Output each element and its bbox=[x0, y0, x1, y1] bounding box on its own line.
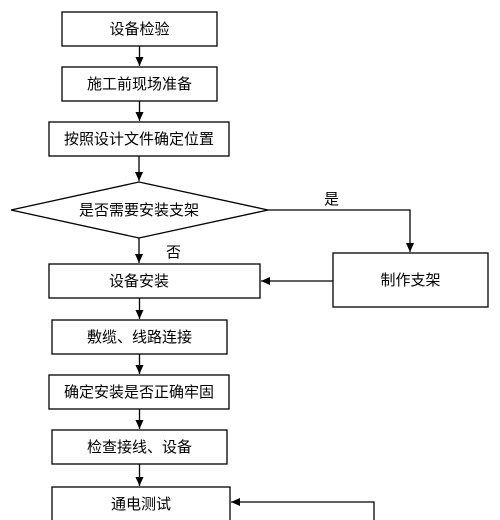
node-prep: 施工前现场准备 bbox=[61, 66, 218, 102]
node-test-label: 通电测试 bbox=[111, 495, 171, 513]
node-install: 设备安装 bbox=[48, 263, 261, 299]
node-verify: 确定安装是否正确牢固 bbox=[48, 374, 230, 410]
node-check-label: 检查接线、设备 bbox=[87, 438, 192, 456]
edge-return-test bbox=[231, 498, 375, 520]
node-position: 按照设计文件确定位置 bbox=[48, 121, 230, 157]
node-bracket-label: 制作支架 bbox=[380, 271, 440, 289]
node-prep-label: 施工前现场准备 bbox=[87, 75, 192, 93]
node-decision: 是否需要安装支架 bbox=[10, 181, 269, 239]
edge-decision-bracket bbox=[268, 209, 414, 252]
node-test: 通电测试 bbox=[51, 486, 231, 520]
node-verify-label: 确定安装是否正确牢固 bbox=[64, 383, 214, 401]
node-inspect: 设备检验 bbox=[61, 11, 218, 47]
node-bracket: 制作支架 bbox=[332, 252, 489, 308]
edge-label-yes: 是 bbox=[324, 190, 339, 208]
node-position-label: 按照设计文件确定位置 bbox=[64, 130, 214, 148]
node-cable-label: 敷缆、线路连接 bbox=[87, 328, 192, 346]
node-inspect-label: 设备检验 bbox=[109, 20, 169, 38]
node-decision-label: 是否需要安装支架 bbox=[79, 201, 199, 219]
node-install-label: 设备安装 bbox=[109, 272, 169, 290]
node-check: 检查接线、设备 bbox=[51, 429, 228, 465]
node-cable: 敷缆、线路连接 bbox=[51, 319, 228, 355]
edge-label-no: 否 bbox=[166, 243, 181, 261]
